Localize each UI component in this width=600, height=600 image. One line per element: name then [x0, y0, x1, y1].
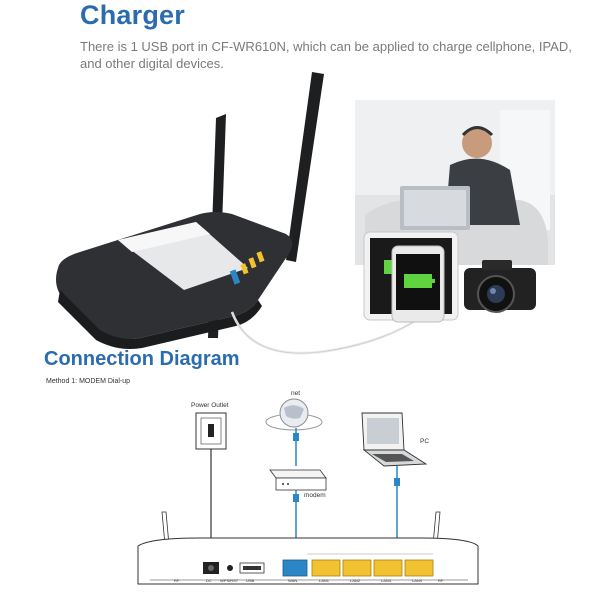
port-wan: [282, 559, 308, 577]
modem-icon: [269, 469, 327, 491]
charger-description: There is 1 USB port in CF-WR610N, which …: [80, 39, 572, 71]
connection-diagram-title: Connection Diagram: [44, 348, 240, 370]
port-label-lan4: LAN4: [412, 578, 423, 583]
port-wps-rst: [227, 565, 233, 571]
antenna-mark-right: RF: [438, 578, 444, 583]
power-outlet-icon: [195, 412, 227, 450]
power-outlet-label: Power Outlet: [191, 402, 229, 409]
pc-label: PC: [420, 438, 430, 445]
net-label: net: [291, 390, 301, 397]
method-label: Method 1: MODEM Dial-up: [46, 378, 131, 385]
port-lan1: [311, 559, 341, 577]
port-label-wps: WPS/RST: [220, 578, 239, 583]
port-lan3: [373, 559, 403, 577]
port-label-wan: WAN: [288, 578, 298, 583]
phone-tablet-image: [363, 231, 459, 323]
port-dc: [203, 562, 219, 574]
antenna-mark-left: RF: [174, 578, 180, 583]
port-label-lan1: LAN1: [319, 578, 330, 583]
port-label-usb: USB: [246, 578, 255, 583]
port-usb: [239, 562, 265, 574]
globe-icon: [265, 398, 323, 431]
laptop-icon: [361, 412, 428, 467]
router-image: [56, 72, 324, 349]
port-lan4: [404, 559, 434, 577]
port-label-dc: DC: [206, 578, 212, 583]
modem-label: modem: [304, 492, 326, 499]
port-label-lan2: LAN2: [350, 578, 361, 583]
camera-image: [464, 260, 536, 313]
charger-title: Charger: [80, 0, 185, 30]
port-label-lan3: LAN3: [381, 578, 392, 583]
port-lan2: [342, 559, 372, 577]
